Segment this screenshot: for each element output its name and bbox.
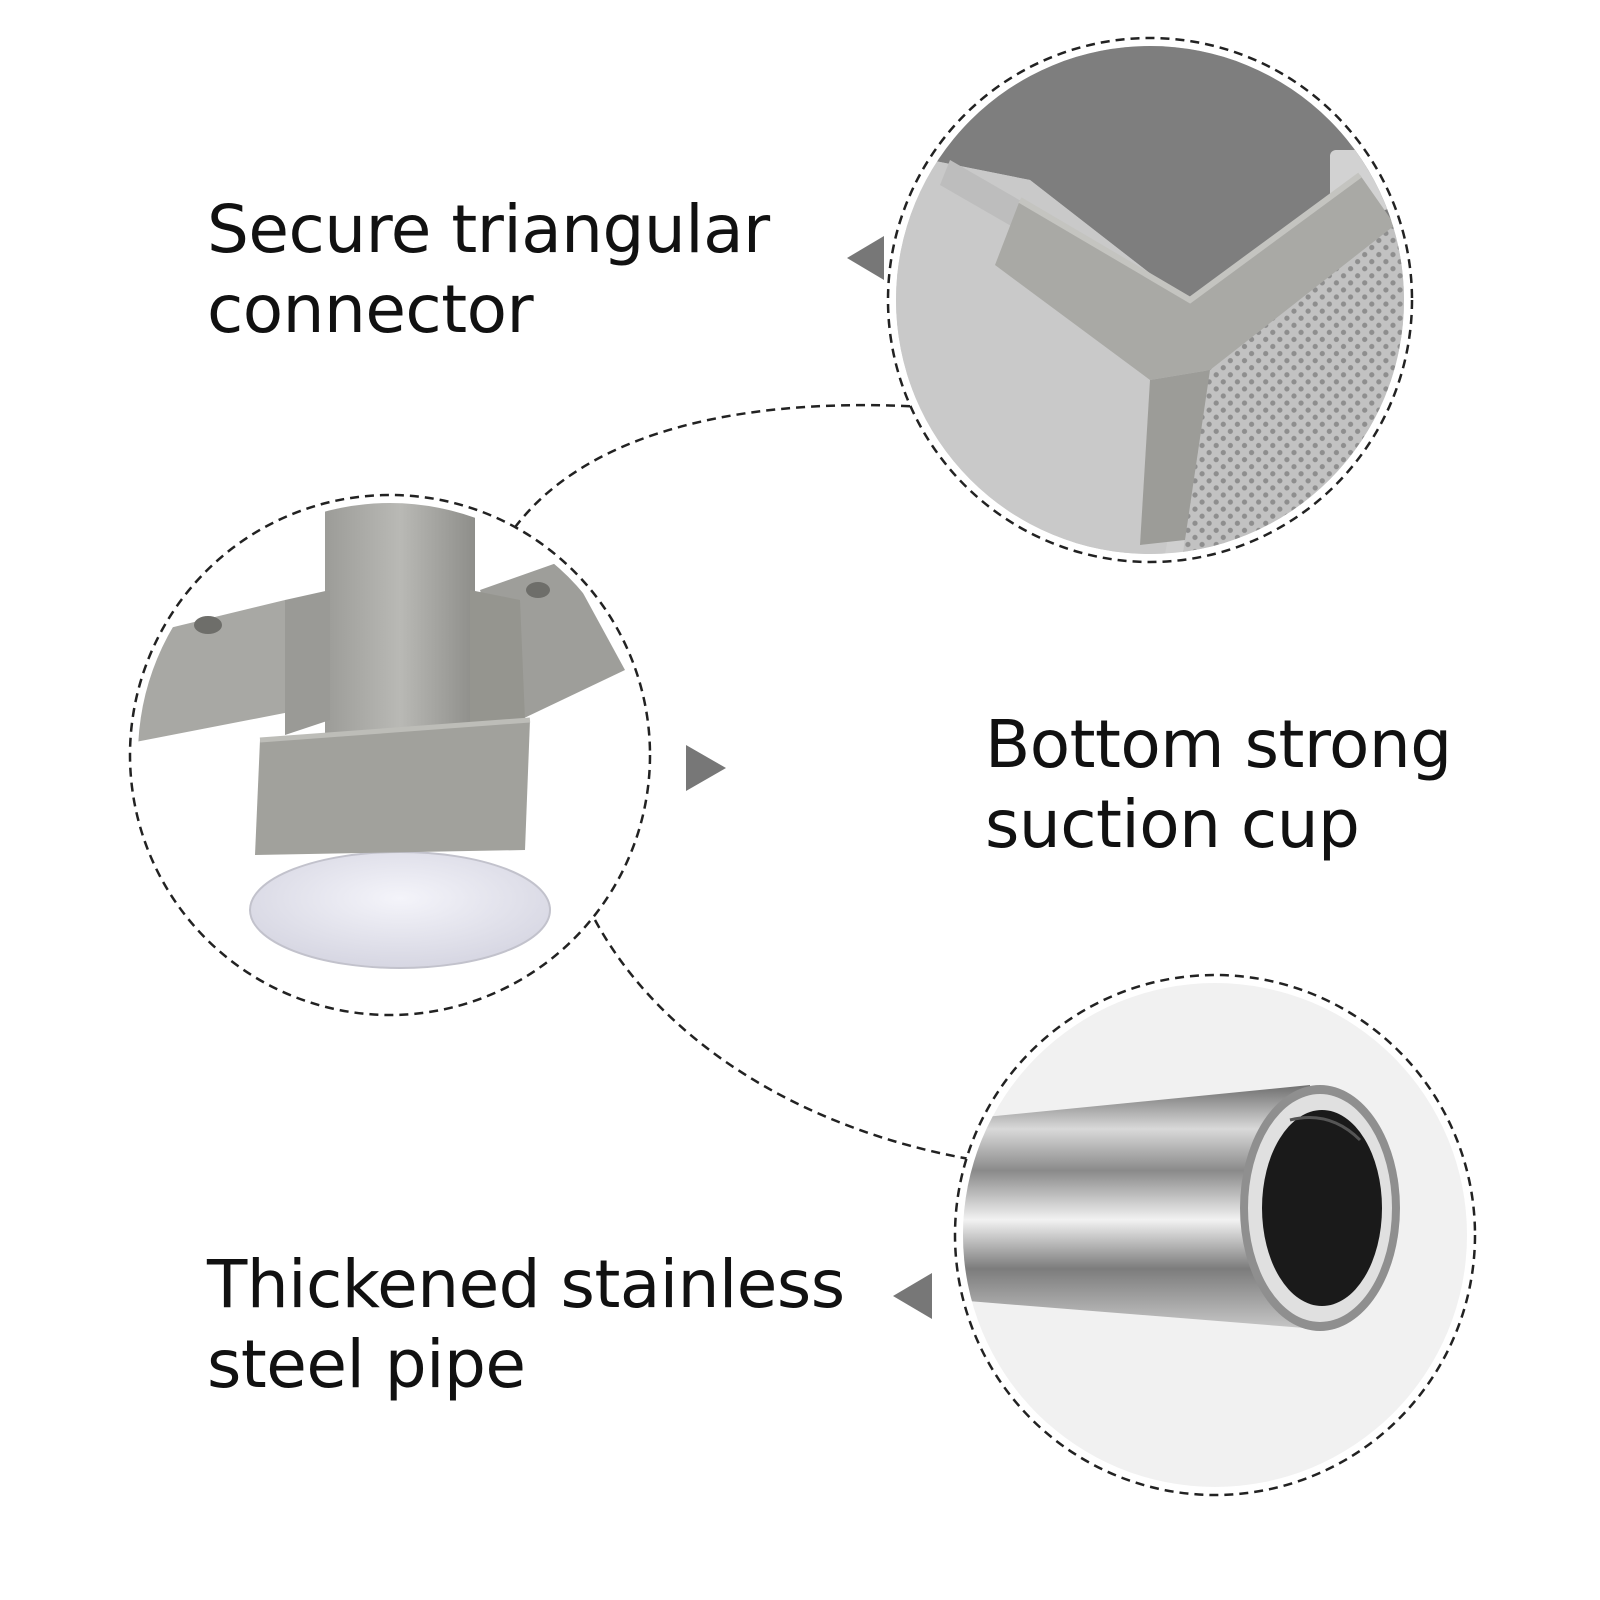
caption-steel-pipe-line1: Thickened stainless: [207, 1246, 845, 1323]
caption-connector-line2: connector: [207, 271, 534, 348]
suction-cup-base-photo: [128, 493, 652, 1017]
caption-suction-cup-line1: Bottom strong: [985, 706, 1452, 783]
caption-connector-line1: Secure triangular: [207, 191, 770, 268]
corner-connector-photo: [886, 36, 1414, 564]
caption-steel-pipe-line2: steel pipe: [207, 1326, 526, 1403]
arrow-right-icon-middle: [686, 745, 726, 791]
caption-connector: Secure triangular connector: [207, 190, 770, 350]
connector-arc-top: [511, 403, 941, 531]
connector-arc-bottom: [593, 919, 976, 1162]
arrow-left-icon-top: [847, 236, 884, 280]
caption-suction-cup-line2: suction cup: [985, 786, 1360, 863]
caption-suction-cup: Bottom strong suction cup: [985, 705, 1452, 865]
steel-pipe-photo: [953, 973, 1477, 1497]
arrow-left-icon-bottom: [893, 1273, 932, 1319]
caption-steel-pipe: Thickened stainless steel pipe: [207, 1245, 845, 1405]
